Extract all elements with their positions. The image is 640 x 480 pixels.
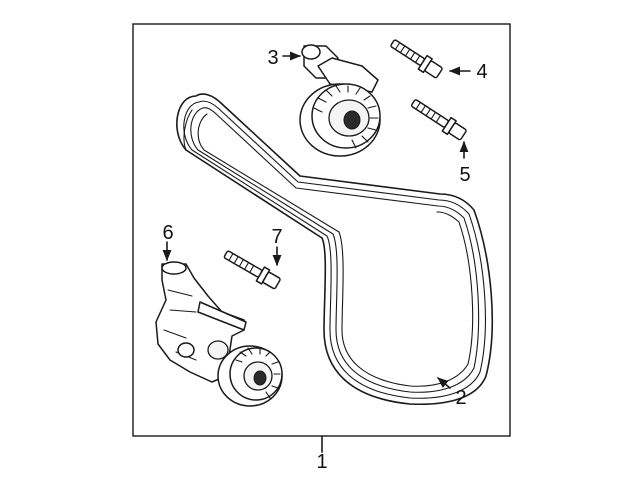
callout-2: 2 [455,387,466,409]
callout-6: 6 [162,222,173,244]
callout-7: 7 [271,226,282,248]
bolt-5 [411,99,467,141]
callout-5: 5 [459,164,470,186]
idler-pulley [299,44,381,157]
bolt-4 [390,39,443,79]
serpentine-belt [176,93,494,406]
tensioner [155,261,283,407]
assembly-frame [132,23,511,437]
callout-2-leader [437,377,451,389]
callout-1: 1 [316,451,327,473]
callout-3: 3 [267,47,278,69]
callout-4: 4 [476,61,487,83]
bolt-7 [223,250,281,290]
